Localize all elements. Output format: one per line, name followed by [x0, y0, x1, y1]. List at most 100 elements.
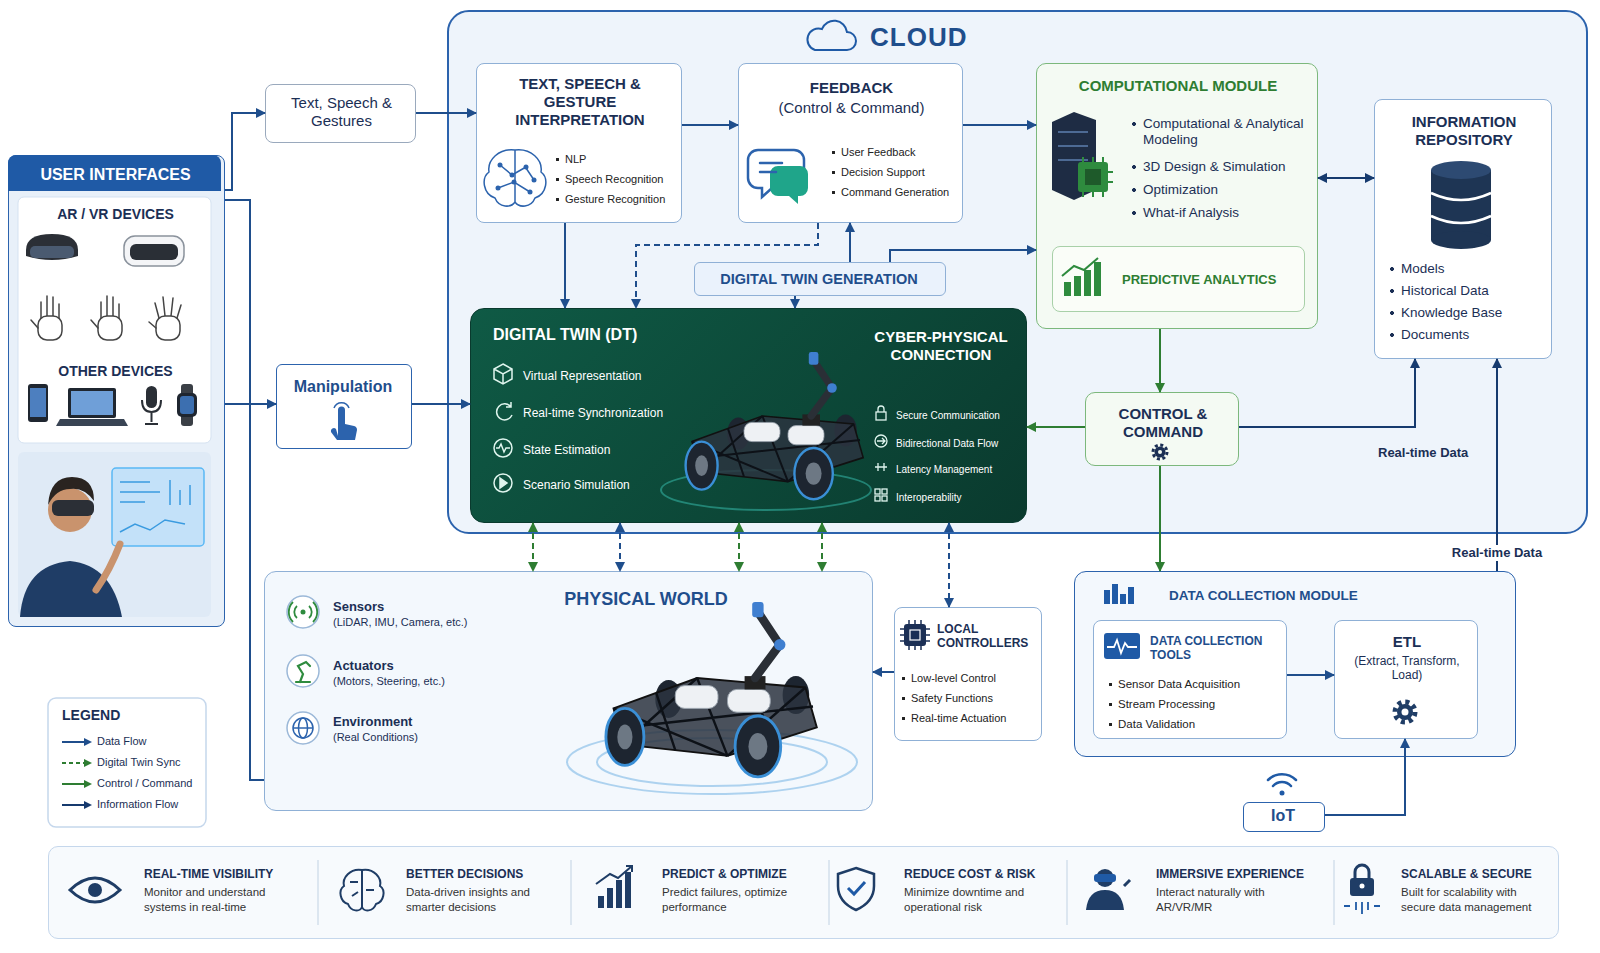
box-text: SCALABLE & SECURE [1401, 867, 1553, 881]
signal-icon [1107, 640, 1137, 653]
box-text: COMPUTATIONAL MODULE [1041, 77, 1315, 95]
action-box: Manipulation [276, 364, 412, 449]
ar-headset [26, 234, 78, 260]
analytics-chart-icon [1062, 258, 1098, 276]
box-text: Computational & Analytical Modeling [1131, 116, 1311, 148]
neural-network-icon [498, 163, 503, 168]
chip-icon [910, 630, 920, 640]
box-text: Decision Support [831, 166, 959, 179]
ui-panel: USER INTERFACESAR / VR DEVICESOTHER DEVI… [8, 155, 225, 627]
connector-arrow [1287, 674, 1334, 676]
module-icon [1104, 590, 1110, 604]
chip-icon [900, 620, 930, 650]
box-text: Latency Management [896, 464, 1024, 476]
vr-user [20, 561, 122, 617]
laptop [56, 388, 128, 426]
growth-chart-icon [607, 888, 613, 908]
neural-network-icon [484, 150, 546, 206]
legend-sample [84, 738, 92, 746]
connector-arrow [1159, 466, 1161, 571]
eye-icon [70, 878, 120, 902]
pw-icons [301, 610, 306, 615]
ground-rings [567, 730, 857, 794]
legend-sample [62, 804, 86, 806]
box-text: Interact naturally with AR/VR/MR [1156, 885, 1306, 915]
box-text: Real-time Actuation [901, 712, 1039, 725]
hand-gesture [31, 296, 181, 340]
band-dividers [318, 860, 1334, 925]
box-text: Safety Functions [901, 692, 1039, 705]
box-text: IoT [1244, 806, 1322, 825]
input-box: Text, Speech & Gestures [265, 84, 416, 143]
analytics-chart-icon [1094, 262, 1101, 296]
etl-gear-icon [1395, 702, 1415, 722]
vr-person-icon [1096, 869, 1114, 887]
box-text: State Estimation [523, 443, 688, 457]
legend-sample [62, 738, 92, 746]
growth-chart-icon [616, 880, 622, 908]
pointer-hand [334, 403, 349, 408]
pointer-hand [331, 403, 357, 440]
box-text: Predict failures, optimize performance [662, 885, 812, 915]
box-text: TEXT, SPEECH & GESTURE INTERPRETATION [485, 75, 675, 129]
band-dividers [318, 860, 1334, 925]
shield-icon [838, 868, 874, 910]
cpc-icons [875, 496, 880, 501]
eye-icon [70, 878, 120, 902]
microphone [142, 386, 161, 424]
dt-feature-icons [494, 364, 512, 384]
database-icon [1431, 193, 1491, 223]
database-icon [1431, 161, 1491, 179]
gear-icon [1155, 447, 1166, 458]
box-text: REAL-TIME VISIBILITY [144, 867, 311, 881]
database-icon [1431, 161, 1491, 249]
module-icon [1128, 587, 1134, 604]
dt-feature-icons [500, 478, 507, 488]
vr-user [18, 452, 211, 617]
box-text: INFORMATION REPOSITORY [1381, 113, 1547, 149]
connector-arrow [849, 223, 851, 262]
legend-sample [62, 801, 92, 809]
box-text: Optimization [1131, 182, 1311, 198]
pointer-hand [331, 407, 357, 441]
box-text: CLOUD [870, 22, 1010, 53]
box-text: Minimize downtime and operational risk [904, 885, 1054, 915]
cpc-icons [875, 489, 880, 494]
box-text: Secure Communication [896, 410, 1024, 422]
box-text: DATA COLLECTION TOOLS [1150, 634, 1284, 663]
box-text: FEEDBACK [743, 79, 960, 97]
cloud-icon [807, 21, 856, 50]
dt-feature-icons [497, 402, 512, 420]
growth-chart-icon [598, 896, 604, 908]
gear-icon [1153, 445, 1167, 459]
brain-icon [341, 870, 384, 911]
etl-gear-icon [1402, 709, 1409, 716]
connector-arrow [1496, 359, 1498, 571]
connector-arrow [416, 112, 476, 114]
box-text: CONTROL & COMMAND [1090, 405, 1236, 441]
box-text: Speech Recognition [555, 173, 677, 186]
process-box: ETL(Extract, Transform, Load) [1334, 620, 1478, 739]
box-text: Manipulation [277, 377, 409, 396]
neural-network-icon [484, 150, 546, 206]
cpc-icons [878, 406, 884, 412]
ui-header-band [8, 155, 221, 191]
physical-world-panel: PHYSICAL WORLDSensors(LiDAR, IMU, Camera… [264, 571, 873, 811]
lock-icon [1344, 902, 1380, 914]
box-text: (Control & Command) [743, 99, 960, 117]
smartphone [28, 384, 48, 422]
repository-box: INFORMATION REPOSITORYModelsHistorical D… [1374, 99, 1552, 359]
chat-icon [748, 150, 804, 197]
iot-box: IoT [1243, 802, 1325, 832]
legend-box [48, 698, 206, 827]
controller-box: LOCAL CONTROLLERSLow-level ControlSafety… [894, 607, 1042, 741]
connector-arrow [682, 124, 738, 126]
neural-network-icon [532, 178, 537, 183]
vr-headset [124, 236, 184, 266]
module-icon [1112, 584, 1118, 604]
box-text: PHYSICAL WORLD [551, 589, 741, 611]
neural-network-icon [512, 180, 517, 185]
vr-person-icon [1086, 890, 1124, 910]
vr-user [96, 544, 120, 590]
